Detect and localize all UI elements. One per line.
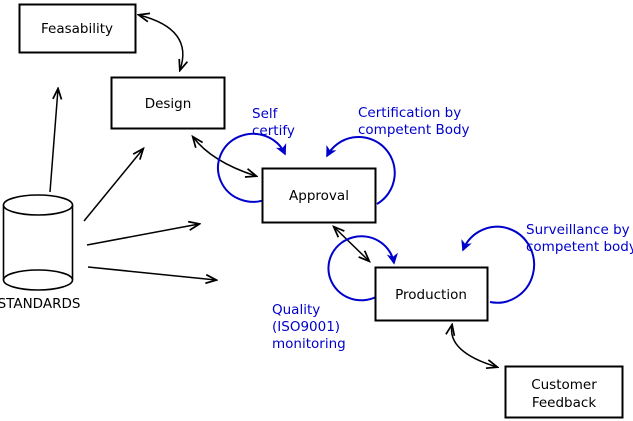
quality-text-line1: Quality [272,302,320,318]
customer-feedback-label-line1: Customer [531,377,597,393]
design-box [110,76,226,130]
self-certify-annotation: Self certify [252,106,295,139]
surveillance-annotation: Surveillance by competent body [526,222,633,255]
feasability-label: Feasability [41,21,113,37]
production-label: Production [395,287,467,303]
customer-feedback-box [504,365,624,419]
standards-node: STANDARDS [0,194,80,312]
self-certify-loop [217,132,287,203]
standards-label: STANDARDS [0,296,80,312]
arrow-standards-feasability [49,89,58,193]
arrow-standards-production [87,266,216,280]
arrow-standards-approval [86,224,199,246]
cylinder-top-ellipse [2,194,74,216]
certification-loop [326,135,396,205]
feasability-box [18,3,137,54]
certification-annotation: Certification by competent Body [358,105,470,138]
arrow-feasability-design [139,15,183,70]
quality-monitoring-annotation: Quality (ISO9001) monitoring [272,302,346,352]
certification-text-line1: Certification by [358,105,461,121]
surveillance-text-line1: Surveillance by [526,222,630,238]
certification-text-line2: competent Body [358,122,470,138]
approval-label: Approval [289,188,349,204]
arrow-production-customer-feedback [452,325,497,367]
quality-text-line3: monitoring [272,336,346,352]
design-node: Design [110,76,226,130]
design-label: Design [145,96,192,112]
feasability-node: Feasability [18,3,137,54]
production-node: Production [374,266,489,322]
surveillance-loop [461,225,536,304]
customer-feedback-node: Customer Feedback [504,365,624,419]
quality-text-line2: (ISO9001) [272,319,340,335]
quality-monitoring-loop [327,235,398,302]
cylinder-bottom-ellipse [2,269,74,291]
arrow-standards-design [83,149,143,222]
self-certify-text-line1: Self [252,106,279,122]
approval-box [261,167,377,224]
arrow-approval-production [334,227,369,261]
customer-feedback-label-line2: Feedback [532,395,596,411]
approval-node: Approval [261,167,377,224]
arrow-design-approval [193,137,256,176]
production-box [374,266,489,322]
surveillance-text-line2: competent body [526,239,633,255]
self-certify-text-line2: certify [252,123,295,139]
